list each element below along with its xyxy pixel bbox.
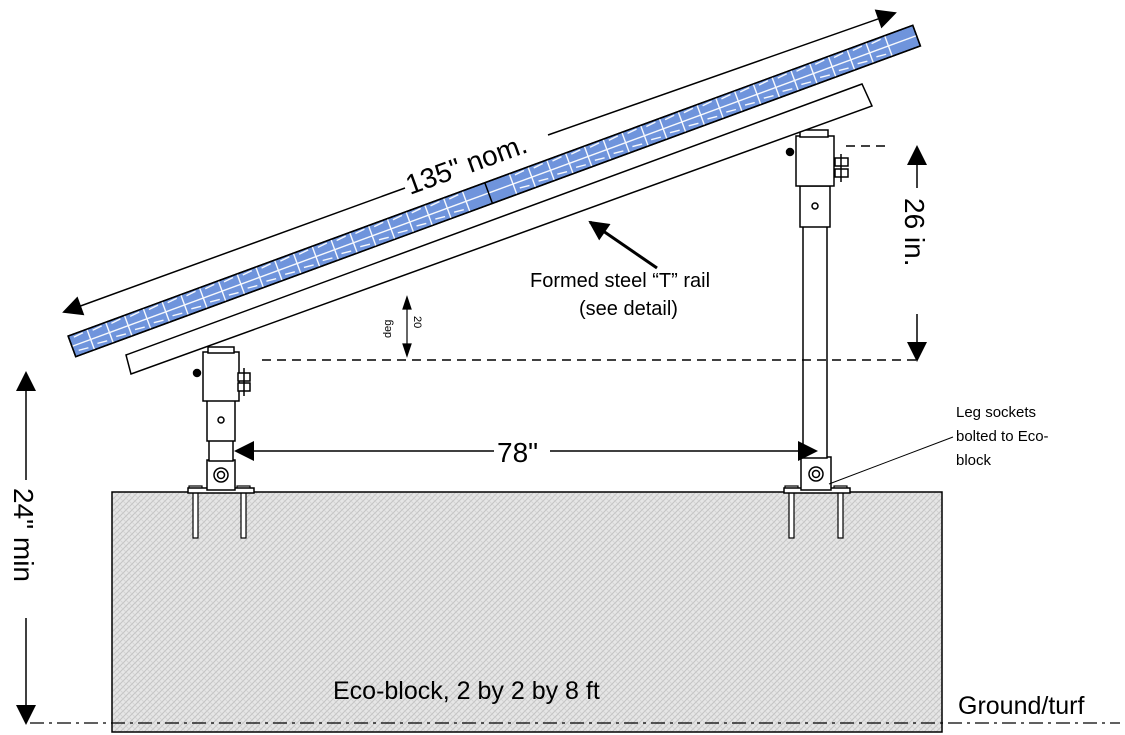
socket-label-line2: bolted to Eco- — [956, 428, 1049, 445]
angle-indicator — [402, 295, 412, 358]
angle-unit-label: deg — [382, 320, 394, 338]
rise-label: 26 in. — [899, 198, 930, 267]
panel-length-dimension — [62, 9, 897, 316]
span-label: 78" — [497, 437, 538, 468]
rail-callout-arrow — [588, 220, 658, 270]
solar-panel — [67, 24, 922, 358]
socket-label-line3: block — [956, 452, 992, 469]
eco-block — [111, 491, 943, 733]
angle-value-label: 20 — [411, 316, 423, 328]
clearance-label: 24" min — [8, 488, 39, 582]
block-label: Eco-block, 2 by 2 by 8 ft — [333, 677, 600, 705]
right-leg — [783, 129, 851, 494]
ground-label: Ground/turf — [958, 692, 1085, 720]
socket-label-line1: Leg sockets — [956, 404, 1036, 421]
socket-leader-line — [828, 436, 954, 485]
rail-label-line2: (see detail) — [579, 298, 678, 320]
t-rail — [125, 83, 874, 375]
left-leg — [187, 346, 255, 494]
rail-label-line1: Formed steel “T” rail — [530, 270, 710, 292]
